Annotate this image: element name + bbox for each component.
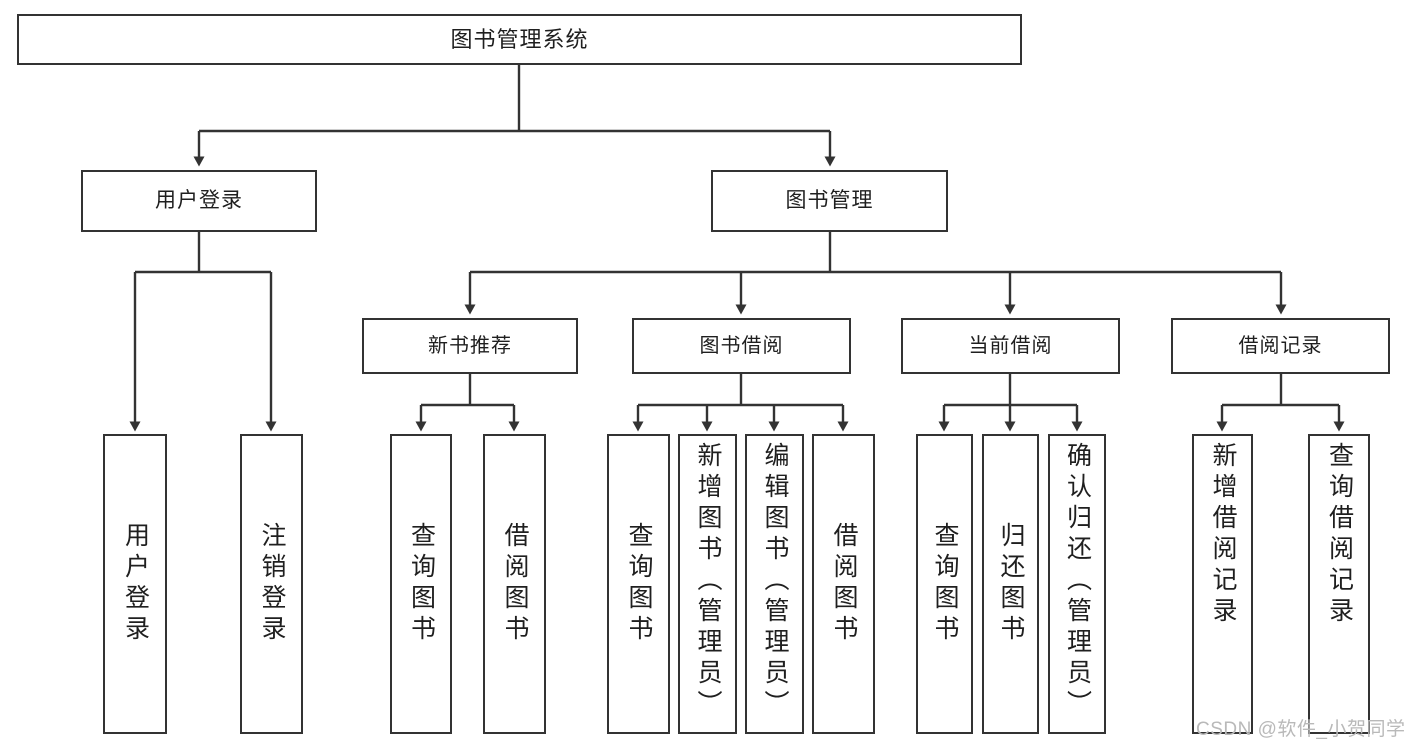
node-label: 新书推荐	[428, 334, 512, 357]
node-label: 图书管理系统	[450, 26, 589, 52]
node-label: 用户登录	[121, 522, 150, 646]
node-label: 当前借阅	[968, 334, 1053, 357]
leaf-query-book-recommend[interactable]: 查询图书	[390, 434, 452, 734]
node-root-book-management-system[interactable]: 图书管理系统	[17, 14, 1022, 65]
node-user-login[interactable]: 用户登录	[81, 170, 317, 232]
node-label: 新增借阅记录	[1209, 442, 1237, 628]
node-label: 确认归还（管理员）	[1063, 442, 1092, 721]
node-book-borrow[interactable]: 图书借阅	[632, 318, 851, 374]
node-borrow-record[interactable]: 借阅记录	[1171, 318, 1390, 374]
node-label: 借阅图书	[501, 522, 529, 646]
leaf-borrow-book-recommend[interactable]: 借阅图书	[483, 434, 546, 734]
leaf-edit-book-admin[interactable]: 编辑图书（管理员）	[745, 434, 804, 734]
node-label: 查询图书	[625, 522, 653, 646]
leaf-logout-login[interactable]: 注销登录	[240, 434, 303, 734]
leaf-borrow-book[interactable]: 借阅图书	[812, 434, 875, 734]
node-label: 图书借阅	[699, 334, 784, 357]
leaf-add-book-admin[interactable]: 新增图书（管理员）	[678, 434, 737, 734]
leaf-query-borrow-record[interactable]: 查询借阅记录	[1308, 434, 1370, 734]
node-new-book-recommend[interactable]: 新书推荐	[362, 318, 578, 374]
node-label: 编辑图书（管理员）	[761, 442, 789, 721]
node-label: 查询图书	[407, 522, 436, 646]
watermark-text: CSDN @软件_小贺同学	[1196, 719, 1405, 740]
node-book-management[interactable]: 图书管理	[711, 170, 948, 232]
node-label: 查询图书	[931, 522, 959, 646]
leaf-confirm-return-admin[interactable]: 确认归还（管理员）	[1048, 434, 1106, 734]
leaf-query-book-current[interactable]: 查询图书	[916, 434, 973, 734]
leaf-query-book-borrow[interactable]: 查询图书	[607, 434, 670, 734]
node-label: 借阅记录	[1238, 334, 1323, 357]
leaf-user-login[interactable]: 用户登录	[103, 434, 167, 734]
node-label: 归还图书	[997, 522, 1025, 646]
node-label: 借阅图书	[830, 522, 858, 646]
node-label: 用户登录	[155, 188, 243, 212]
node-label: 注销登录	[258, 522, 286, 646]
leaf-add-borrow-record[interactable]: 新增借阅记录	[1192, 434, 1253, 734]
leaf-return-book[interactable]: 归还图书	[982, 434, 1039, 734]
node-current-borrow[interactable]: 当前借阅	[901, 318, 1120, 374]
node-label: 新增图书（管理员）	[694, 442, 722, 721]
node-label: 图书管理	[785, 188, 874, 212]
node-label: 查询借阅记录	[1325, 442, 1354, 628]
